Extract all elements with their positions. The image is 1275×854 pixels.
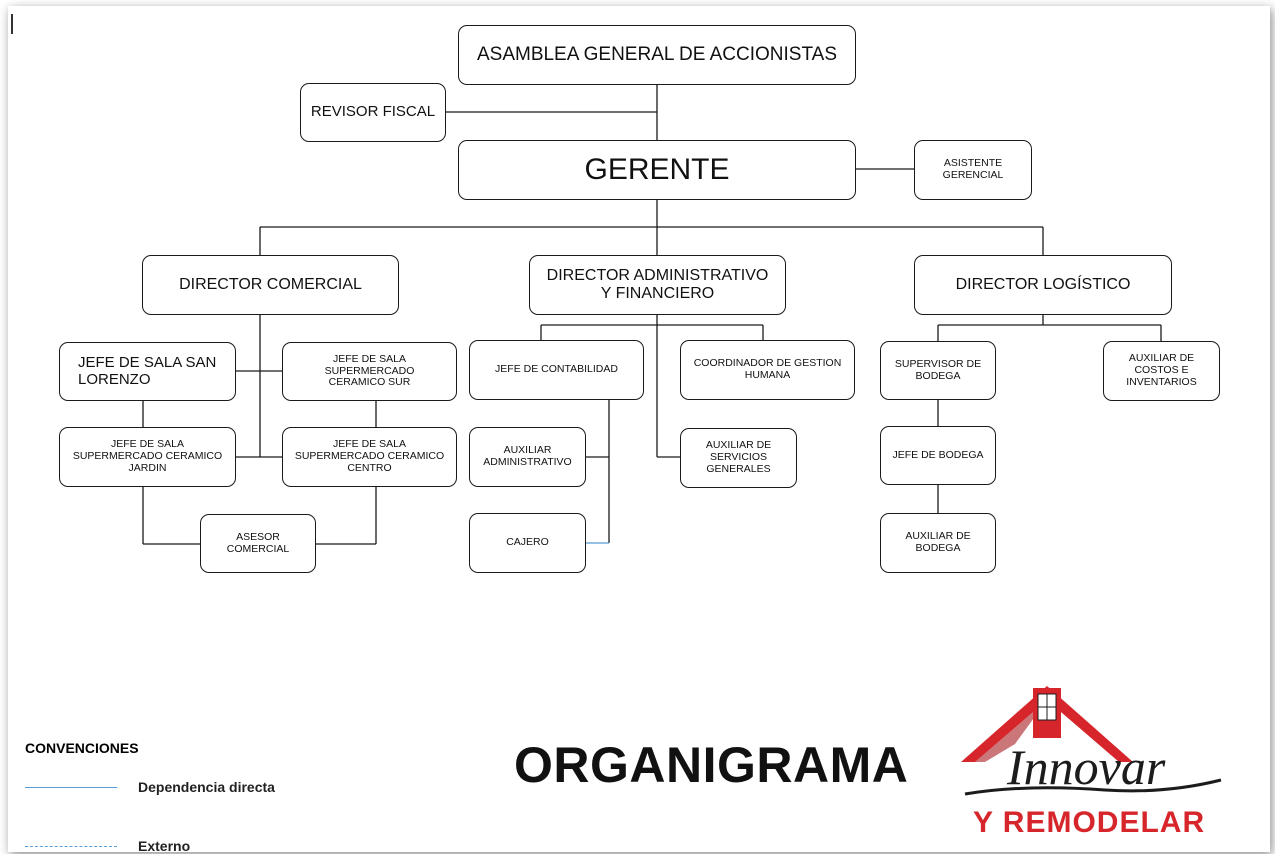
node-auxiliar-costos: AUXILIAR DE COSTOS E INVENTARIOS	[1103, 341, 1220, 401]
node-auxiliar-bodega: AUXILIAR DE BODEGA	[880, 513, 996, 573]
legend-label-direct: Dependencia directa	[138, 779, 275, 795]
node-revisor-fiscal: REVISOR FISCAL	[300, 83, 446, 142]
node-auxiliar-administrativo: AUXILIAR ADMINISTRATIVO	[469, 427, 586, 487]
node-director-comercial: DIRECTOR COMERCIAL	[142, 255, 399, 315]
company-logo: Innovar Y REMODELAR	[961, 686, 1222, 839]
node-asamblea: ASAMBLEA GENERAL DE ACCIONISTAS	[458, 25, 856, 85]
node-director-administrativo: DIRECTOR ADMINISTRATIVO Y FINANCIERO	[529, 255, 786, 315]
chart-title: ORGANIGRAMA	[514, 737, 909, 793]
node-jefe-sala-sur: JEFE DE SALA SUPERMERCADO CERAMICO SUR	[282, 342, 457, 401]
node-cajero: CAJERO	[469, 513, 586, 573]
node-jefe-sala-san-lorenzo: JEFE DE SALA SAN LORENZO	[59, 342, 236, 401]
node-asesor-comercial: ASESOR COMERCIAL	[200, 514, 316, 573]
node-jefe-bodega: JEFE DE BODEGA	[880, 426, 996, 485]
node-director-logistico: DIRECTOR LOGÍSTICO	[914, 255, 1172, 315]
node-jefe-sala-jardin: JEFE DE SALA SUPERMERCADO CERAMICO JARDI…	[59, 427, 236, 487]
node-supervisor-bodega: SUPERVISOR DE BODEGA	[880, 341, 996, 400]
legend-title: CONVENCIONES	[25, 740, 139, 756]
node-asistente-gerencial: ASISTENTE GERENCIAL	[914, 140, 1032, 200]
logo-sub-text: Y REMODELAR	[973, 806, 1205, 839]
text-cursor	[11, 14, 13, 34]
legend-solid-line	[25, 787, 117, 788]
node-gerente: GERENTE	[458, 140, 856, 200]
node-jefe-sala-centro: JEFE DE SALA SUPERMERCADO CERAMICO CENTR…	[282, 427, 457, 487]
node-coordinador-gestion-humana: COORDINADOR DE GESTION HUMANA	[680, 340, 855, 400]
legend-label-external: Externo	[138, 838, 191, 854]
node-jefe-contabilidad: JEFE DE CONTABILIDAD	[469, 340, 644, 400]
legend-dashed-line	[25, 846, 117, 847]
logo-script-text: Innovar	[1006, 739, 1166, 795]
node-auxiliar-servicios-generales: AUXILIAR DE SERVICIOS GENERALES	[680, 428, 797, 488]
